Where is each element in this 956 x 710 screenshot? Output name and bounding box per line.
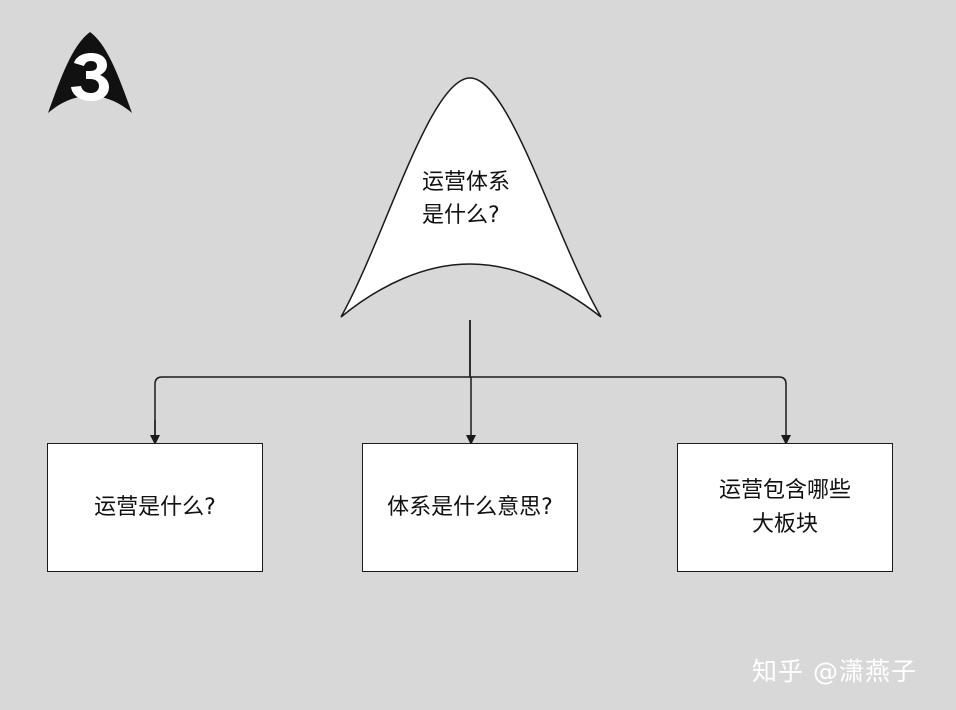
child-node-label-line1: 运营包含哪些 — [718, 477, 851, 503]
child-node-label-line2: 大板块 — [751, 511, 818, 537]
rocket-logo-icon — [48, 32, 132, 113]
root-node-line1: 运营体系 — [422, 170, 511, 195]
root-node-shape — [340, 77, 602, 318]
child-node-what-is-system: 体系是什么意思? — [362, 443, 578, 572]
child-node-what-is-operations: 运营是什么? — [47, 443, 263, 572]
root-node-line2: 是什么? — [422, 203, 500, 228]
zhihu-watermark: 知乎 @潇燕子 — [752, 657, 917, 686]
child-node-label: 运营是什么? — [94, 494, 216, 520]
child-node-label: 体系是什么意思? — [387, 494, 553, 520]
root-node-label: 运营体系 是什么? — [408, 166, 546, 232]
child-node-operations-sections: 运营包含哪些 大板块 — [677, 443, 893, 572]
